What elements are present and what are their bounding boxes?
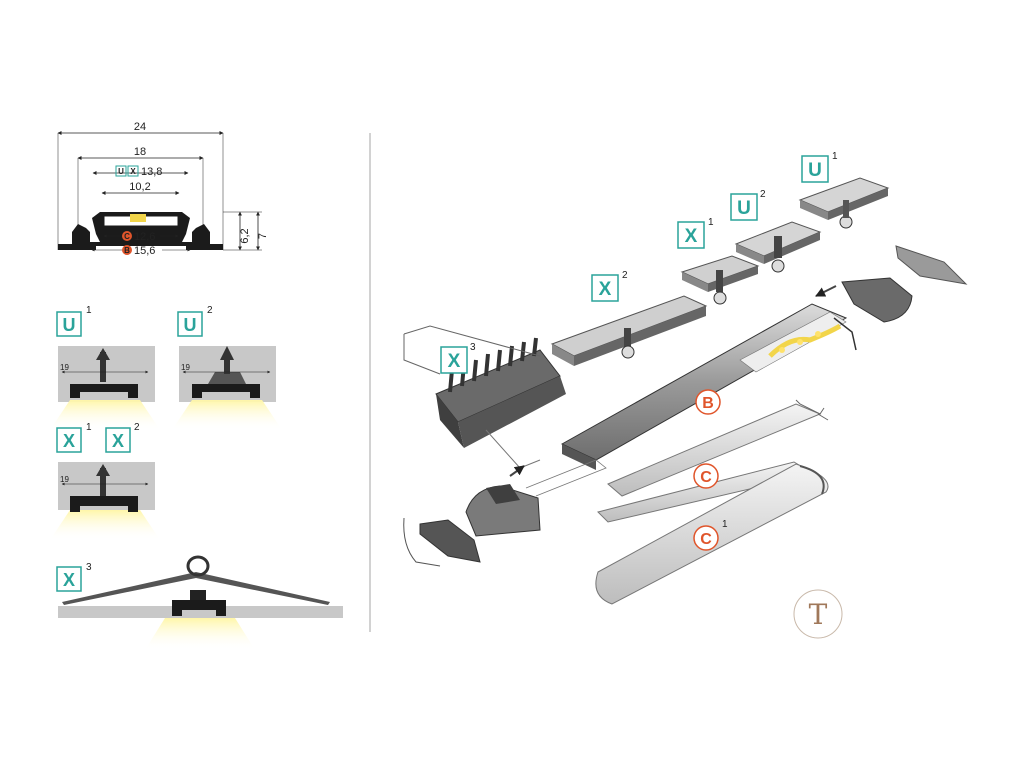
label-u1-letter: U [808,160,822,181]
end-cap-left [403,459,607,567]
clip-x1 [680,255,760,305]
variant-u2: U 2 19 [172,305,282,430]
variant-u1-dim: 19 [60,363,69,372]
label-c-letter: C [700,469,712,486]
variant-x2-sup: 2 [134,422,140,433]
dim-height-outer: 7 [257,233,269,239]
cross-section-drawing: 24 18 U X 13,8 10,2 C 12,6 B 15,6 6,2 7 [57,121,269,257]
clip-x3 [403,325,566,469]
variant-u2-letter: U [184,315,197,335]
label-x2-letter: X [599,279,612,300]
label-b-letter: B [702,395,714,412]
clip-x2 [550,295,708,366]
badge-c: C [124,232,130,241]
variant-x3-sup: 3 [86,562,92,573]
label-u2-letter: U [737,198,751,219]
variant-u1: U 1 19 [50,305,160,430]
badge-b: B [124,246,130,255]
label-u2-sup: 2 [760,189,766,200]
variant-u2-sup: 2 [207,305,213,316]
dim-cover-b: 15,6 [134,245,155,257]
label-b: B [695,389,721,415]
label-u1-sup: 1 [832,151,838,162]
label-x1-sup: 1 [708,217,714,228]
label-u1: U 1 [801,151,838,183]
dim-width-base: 10,2 [129,181,150,193]
end-cap-right [815,245,968,323]
label-x2-sup: 2 [622,270,628,281]
main-profile [560,303,857,470]
label-x1: X 1 [677,217,714,249]
variant-x3: X 3 [56,555,343,650]
dim-width-mid: 18 [134,146,146,158]
label-c1-sup: 1 [722,519,728,530]
label-u2: U 2 [730,189,766,221]
cover-b [607,399,829,497]
label-c1: C 1 [693,519,728,551]
clip-u2 [734,221,822,273]
label-x3-sup: 3 [470,342,476,353]
variant-u1-sup: 1 [86,305,92,316]
variant-x3-letter: X [63,570,75,590]
badge-u: U [118,167,124,176]
clip-u1 [798,177,890,229]
label-x2: X 2 [591,270,628,302]
variant-x1-letter: X [63,431,75,451]
label-x1-letter: X [685,226,698,247]
variant-u2-dim: 19 [181,363,190,372]
label-x3: X 3 [440,342,476,374]
dim-width-inner: 13,8 [141,166,162,178]
label-c1-letter: C [700,531,712,548]
variant-x1-x2: X 1 X 2 19 [50,422,160,540]
label-c: C [693,463,719,489]
brand-logo: T [793,589,843,639]
variant-x2-letter: X [112,431,124,451]
aluminium-profile-section [58,212,223,250]
dim-height-inner: 6,2 [239,228,251,243]
label-x3-letter: X [448,351,461,372]
variant-x1-dim: 19 [60,475,69,484]
dim-width-outer: 24 [134,121,146,133]
dim-cover-c: 12,6 [134,231,155,243]
logo-letter: T [809,598,828,631]
variant-x1-sup: 1 [86,422,92,433]
badge-x: X [130,167,136,176]
variant-u1-letter: U [63,315,76,335]
